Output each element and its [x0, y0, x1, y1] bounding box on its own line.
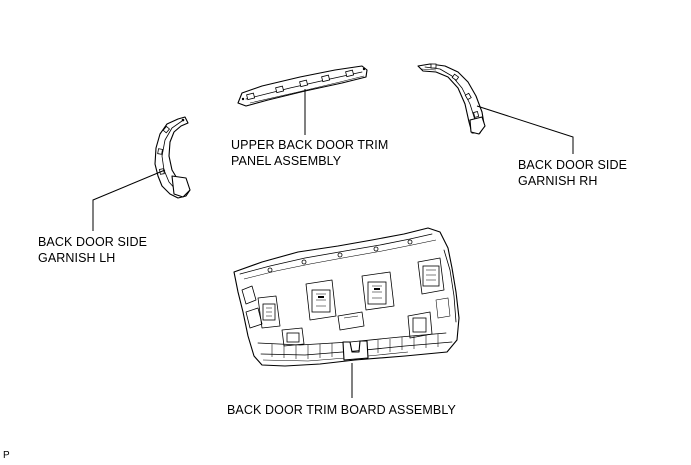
trim-board-lower-housing-left [281, 327, 305, 347]
trim-board-latch-1 [257, 295, 281, 329]
back-door-side-garnish-lh-part [154, 116, 191, 199]
trim-board-latch-3 [361, 271, 395, 311]
trim-board-lower-housing-right [407, 311, 433, 339]
garnish-lh-label-line-1: BACK DOOR SIDE [38, 235, 148, 249]
trim-board-latch-4 [417, 257, 445, 295]
back-door-side-garnish-rh-label: BACK DOOR SIDE GARNISH RH [518, 157, 627, 189]
upper-trim-label-line-1: UPPER BACK DOOR TRIM [231, 138, 389, 152]
back-door-trim-board-label: BACK DOOR TRIM BOARD ASSEMBLY [227, 402, 456, 418]
trim-board-label-text: BACK DOOR TRIM BOARD ASSEMBLY [227, 403, 456, 417]
leader-line-side-garnish-lh [92, 169, 166, 231]
back-door-trim-board-part [233, 227, 460, 367]
trim-board-latch-2 [305, 279, 337, 321]
back-door-side-garnish-rh-part [417, 63, 486, 135]
garnish-rh-label-line-1: BACK DOOR SIDE [518, 158, 628, 172]
garnish-rh-label-line-2: GARNISH RH [518, 174, 598, 188]
upper-back-door-trim-panel-part [237, 65, 368, 107]
back-door-side-garnish-lh-label: BACK DOOR SIDE GARNISH LH [38, 234, 147, 266]
figure-code-text: P [3, 450, 10, 461]
garnish-lh-label-line-2: GARNISH LH [38, 251, 116, 265]
upper-trim-label-line-2: PANEL ASSEMBLY [231, 154, 342, 168]
leader-line-side-garnish-rh [476, 105, 574, 154]
upper-back-door-trim-panel-label: UPPER BACK DOOR TRIM PANEL ASSEMBLY [231, 137, 388, 169]
figure-code: P [3, 450, 10, 462]
